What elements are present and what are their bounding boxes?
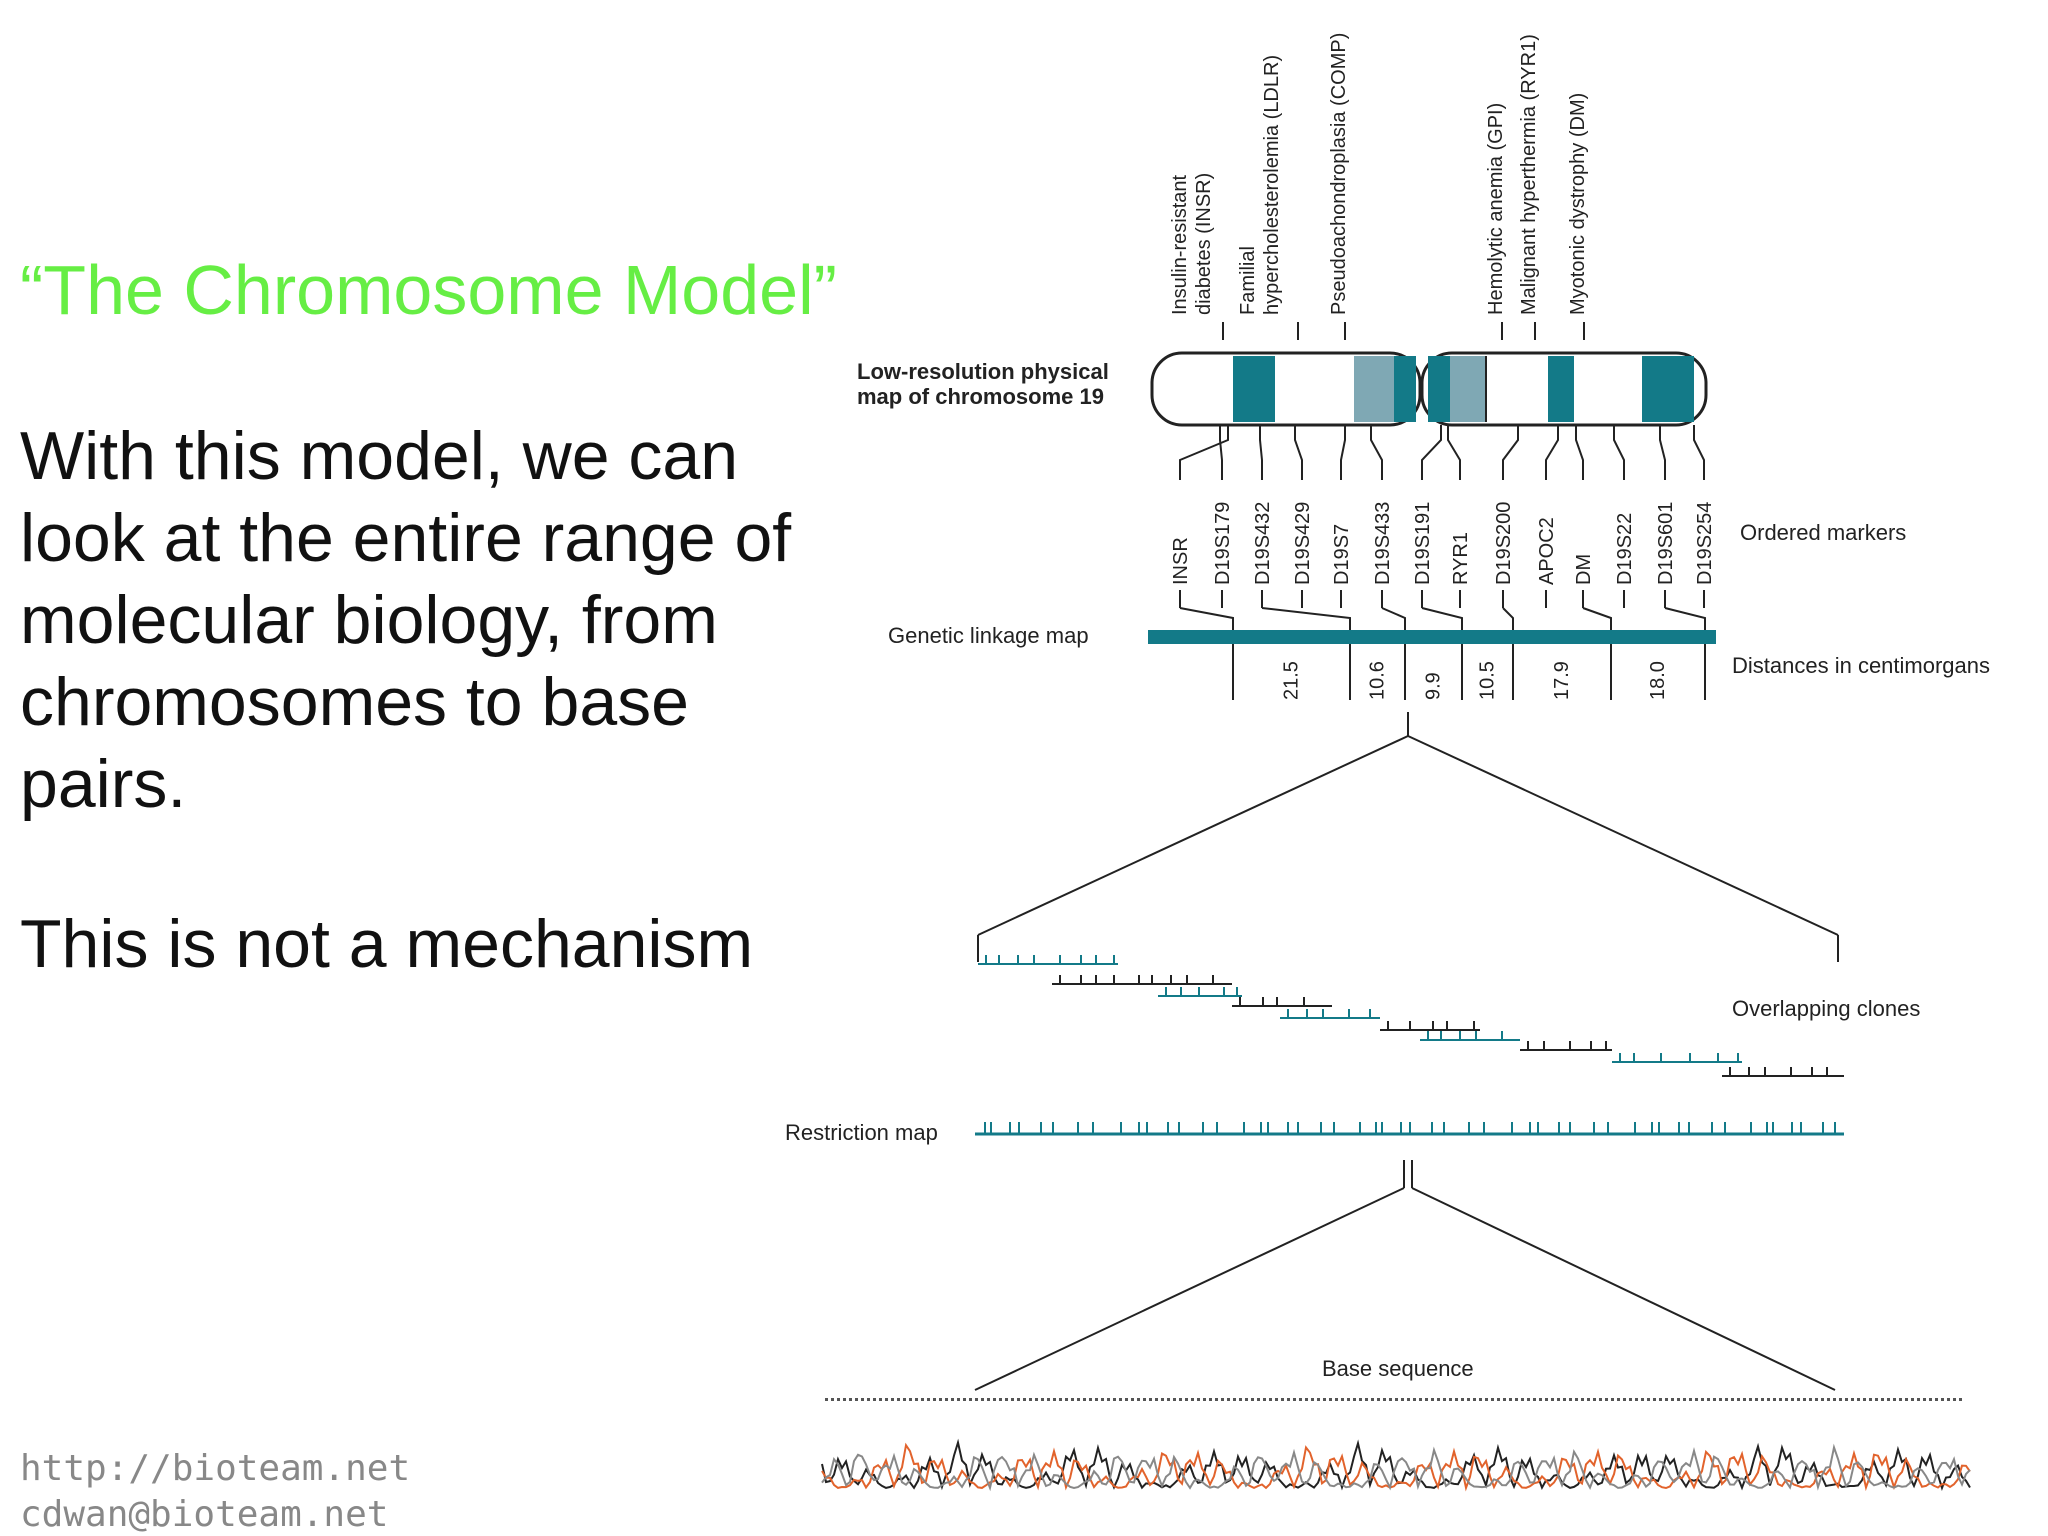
clone (1232, 997, 1332, 1007)
marker-label: D19S200 (1493, 502, 1515, 585)
distance-label: 9.9 (1423, 672, 1445, 700)
zoom-lines-2 (974, 1160, 1836, 1391)
distance-label: 18.0 (1647, 661, 1669, 700)
marker-labels: INSR D19S179 D19S432 D19S429 D19S7 D19S433 D19… (1170, 502, 1716, 585)
marker-label: D19S22 (1614, 513, 1636, 585)
distance-label: 21.5 (1281, 661, 1303, 700)
marker-label: D19S179 (1212, 502, 1234, 585)
ordered-markers-label: Ordered markers (1740, 520, 1906, 545)
body-paragraph: With this model, we can look at the enti… (20, 418, 792, 822)
disease-label: Hemolytic anemia (GPI) (1485, 103, 1507, 340)
clone (1520, 1041, 1612, 1051)
marker-label: INSR (1170, 537, 1192, 585)
sequence-letters (825, 1398, 1962, 1401)
distance-label: 10.5 (1477, 661, 1499, 700)
clone (1280, 1009, 1380, 1019)
restriction-map-label: Restriction map (785, 1120, 938, 1145)
disease-label-line: Insulin-resistant (1169, 174, 1191, 315)
disease-label: Myotonic dystrophy (DM) (1567, 93, 1589, 340)
footer-url: http://bioteam.net (20, 1448, 411, 1489)
clone (1612, 1053, 1742, 1063)
linkage-map-label: Genetic linkage map (888, 623, 1089, 648)
marker-label: APOC2 (1536, 517, 1558, 585)
marker-label: D19S433 (1372, 502, 1394, 585)
marker-label: D19S254 (1694, 502, 1716, 585)
base-sequence-label: Base sequence (1322, 1356, 1474, 1381)
marker-label: D19S429 (1292, 502, 1314, 585)
physical-map-label-1: Low-resolution physical (857, 359, 1109, 384)
disease-label-line: Myotonic dystrophy (DM) (1567, 93, 1589, 315)
marker-label: RYR1 (1450, 532, 1472, 585)
body-paragraph-2: This is not a mechanism (20, 906, 754, 982)
overlapping-clones (978, 955, 1844, 1077)
disease-label: Malignant hyperthermia (RYR1) (1518, 34, 1540, 340)
disease-label-line: diabetes (INSR) (1193, 173, 1215, 315)
clone (1158, 987, 1242, 997)
chromosome-19-ideogram (1150, 351, 1708, 427)
linkage-map-bar (1148, 630, 1716, 644)
marker-label: DM (1573, 554, 1595, 585)
physical-map-label-2: map of chromosome 19 (857, 384, 1104, 409)
marker-connectors (1179, 425, 1706, 630)
sequencing-traces (821, 1438, 1971, 1492)
disease-label-line: Pseudoachondroplasia (COMP) (1328, 33, 1350, 315)
disease-label-line: Hemolytic anemia (GPI) (1485, 103, 1507, 315)
disease-label-line: Malignant hyperthermia (RYR1) (1518, 34, 1540, 315)
distances-label: Distances in centimorgans (1732, 653, 1990, 678)
disease-label-line: hypercholesterolemia (LDLR) (1261, 55, 1283, 315)
distance-ticks (1232, 644, 1706, 700)
disease-label-line: Familial (1237, 246, 1259, 315)
disease-label: Pseudoachondroplasia (COMP) (1328, 33, 1350, 340)
clone (1420, 1031, 1520, 1041)
distance-label: 10.6 (1367, 661, 1389, 700)
marker-label: D19S7 (1331, 524, 1353, 585)
clone (1380, 1021, 1480, 1031)
clone (1722, 1067, 1844, 1077)
marker-label: D19S432 (1252, 502, 1274, 585)
restriction-sites (984, 1122, 1836, 1134)
slide-title: “The Chromosome Model” (20, 251, 837, 329)
zoom-lines (977, 712, 1839, 962)
distance-label: 17.9 (1551, 661, 1573, 700)
marker-label: D19S191 (1412, 502, 1434, 585)
footer-email: cdwan@bioteam.net (20, 1494, 389, 1535)
marker-label: D19S601 (1655, 502, 1677, 585)
overlapping-clones-label: Overlapping clones (1732, 996, 1920, 1021)
clone (978, 955, 1118, 965)
distance-labels: 21.5 10.6 9.9 10.5 17.9 18.0 (1281, 661, 1670, 700)
clone (1052, 975, 1232, 985)
